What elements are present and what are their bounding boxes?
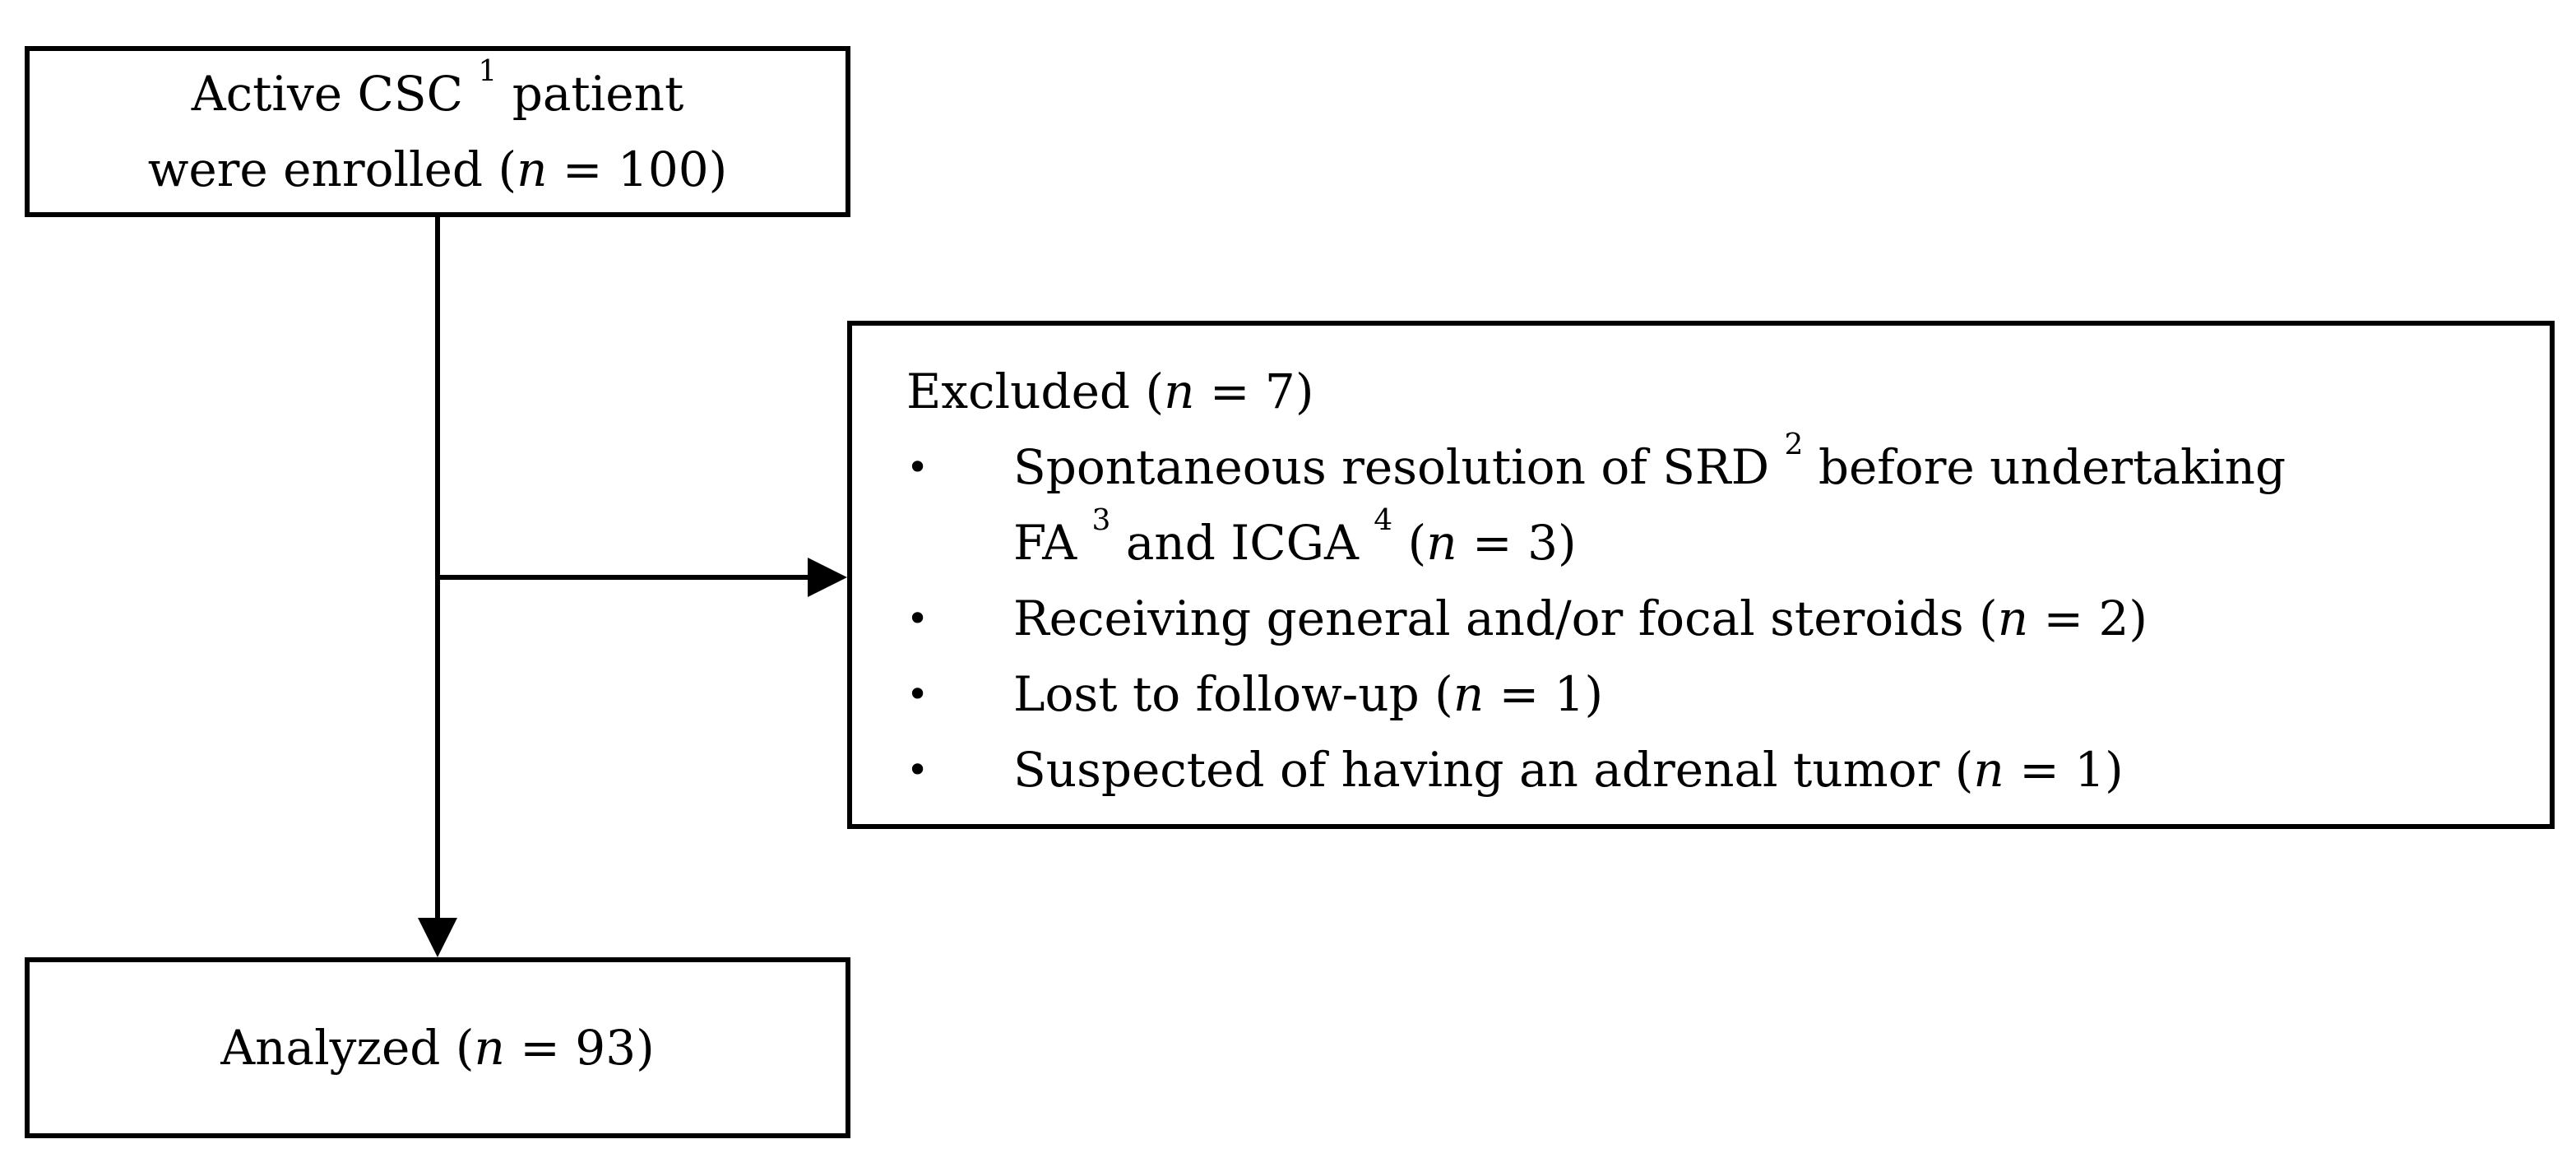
- n-variable: n: [517, 141, 548, 197]
- bullet-text-segment: (: [1392, 515, 1427, 571]
- excluded-bullet-steroids: • Receiving general and/or focal steroid…: [906, 581, 2525, 656]
- bullet-icon: •: [906, 672, 929, 716]
- bullet-text-segment: = 1): [1484, 666, 1604, 722]
- excluded-bullet-adrenal-tumor: • Suspected of having an adrenal tumor (…: [906, 732, 2525, 808]
- bullet-text-segment: Suspected of having an adrenal tumor (: [1013, 742, 1974, 798]
- bullet-text-segment: and ICGA: [1110, 515, 1374, 571]
- excluded-bullet-lost-followup: • Lost to follow-up (n = 1): [906, 656, 2525, 732]
- excluded-title-tail: = 7): [1194, 364, 1314, 419]
- bullet-line: Spontaneous resolution of SRD 2 before u…: [1013, 429, 2525, 505]
- excluded-title: Excluded (n = 7): [906, 354, 2525, 429]
- connector-vertical-line: [435, 217, 440, 921]
- bullet-line: Suspected of having an adrenal tumor (n …: [1013, 732, 2525, 808]
- analyzed-text: Analyzed (: [220, 1020, 475, 1076]
- bullet-icon: •: [906, 445, 929, 489]
- footnote-marker-1: 1: [478, 53, 498, 88]
- excluded-bullet-spontaneous-resolution: • Spontaneous resolution of SRD 2 before…: [906, 429, 2525, 581]
- footnote-marker-3: 3: [1091, 502, 1111, 537]
- bullet-text-segment: Receiving general and/or focal steroids …: [1013, 590, 1998, 646]
- enrolled-box: Active CSC 1 patient were enrolled (n = …: [25, 46, 850, 217]
- n-variable: n: [1426, 515, 1457, 571]
- footnote-marker-4: 4: [1374, 502, 1393, 537]
- bullet-text-segment: = 1): [2004, 742, 2124, 798]
- bullet-line: FA 3 and ICGA 4 (n = 3): [1013, 505, 2525, 581]
- enrolled-line1-tail: patient: [497, 66, 684, 122]
- enrolled-line1-text: Active CSC: [191, 66, 479, 122]
- excluded-title-text: Excluded (: [906, 364, 1165, 419]
- bullet-text: Lost to follow-up (n = 1): [1013, 656, 2525, 732]
- bullet-icon: •: [906, 748, 929, 792]
- enrolled-line2: were enrolled (n = 100): [148, 132, 728, 207]
- n-variable: n: [1997, 590, 2029, 646]
- enrolled-line2-text: were enrolled (: [147, 141, 517, 197]
- bullet-icon: •: [906, 596, 929, 641]
- bullet-text-segment: FA: [1013, 515, 1092, 571]
- arrowhead-down-icon: [418, 918, 457, 957]
- arrowhead-right-icon: [808, 558, 847, 597]
- bullet-text: Suspected of having an adrenal tumor (n …: [1013, 732, 2525, 808]
- excluded-box: Excluded (n = 7) • Spontaneous resolutio…: [847, 321, 2555, 829]
- bullet-text-segment: = 2): [2028, 590, 2148, 646]
- bullet-line: Receiving general and/or focal steroids …: [1013, 581, 2525, 656]
- analyzed-box: Analyzed (n = 93): [25, 957, 850, 1138]
- bullet-text: Receiving general and/or focal steroids …: [1013, 581, 2525, 656]
- bullet-text-segment: before undertaking: [1803, 439, 2286, 495]
- n-variable: n: [1973, 742, 2004, 798]
- bullet-text: Spontaneous resolution of SRD 2 before u…: [1013, 429, 2525, 581]
- bullet-text-segment: = 3): [1457, 515, 1577, 571]
- bullet-text-segment: Lost to follow-up (: [1013, 666, 1453, 722]
- n-variable: n: [1452, 666, 1485, 722]
- bullet-text-segment: Spontaneous resolution of SRD: [1013, 439, 1785, 495]
- analyzed-line: Analyzed (n = 93): [220, 1010, 654, 1086]
- footnote-marker-2: 2: [1784, 427, 1804, 461]
- enrolled-line2-tail: = 100): [547, 141, 728, 197]
- n-variable: n: [1164, 364, 1195, 419]
- n-variable: n: [474, 1020, 505, 1076]
- connector-horizontal-line: [435, 575, 809, 580]
- bullet-line: Lost to follow-up (n = 1): [1013, 656, 2525, 732]
- analyzed-text-tail: = 93): [504, 1020, 655, 1076]
- enrolled-line1: Active CSC 1 patient: [192, 56, 684, 132]
